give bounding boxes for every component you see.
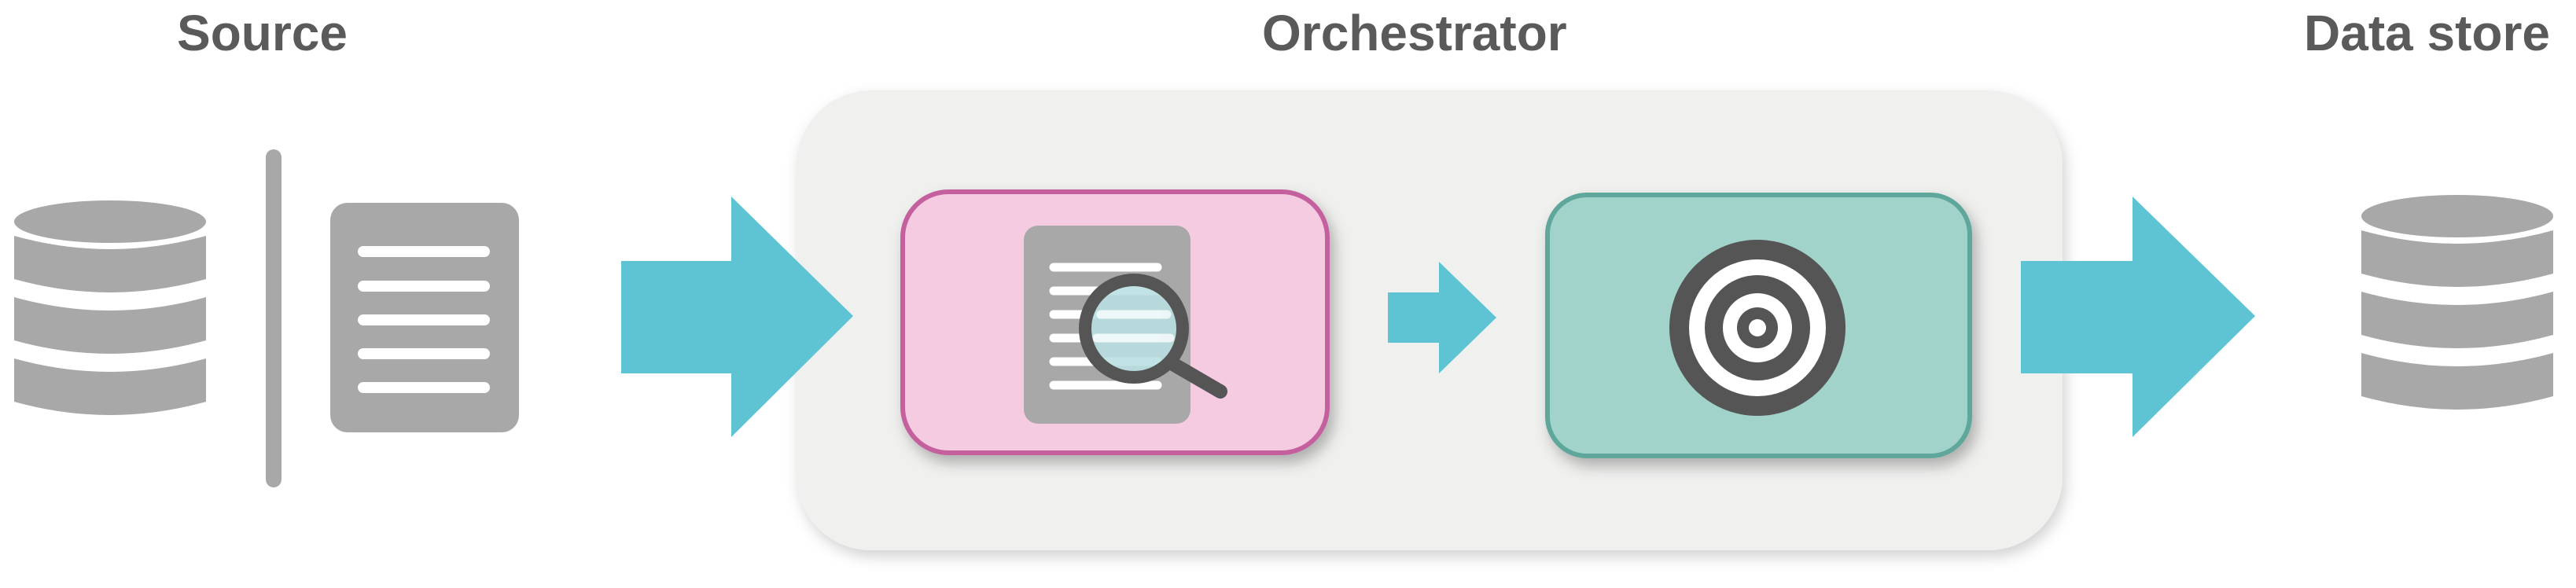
analyze-stage bbox=[900, 189, 1330, 455]
source-label: Source bbox=[177, 5, 348, 61]
orchestrator-label: Orchestrator bbox=[1262, 5, 1567, 61]
arrow-right-icon bbox=[1388, 262, 1496, 373]
arrow-right-icon bbox=[2021, 197, 2255, 437]
source-document-icon bbox=[330, 203, 519, 432]
source-divider bbox=[266, 149, 282, 487]
target-stage bbox=[1545, 193, 1972, 458]
arrow-right-icon bbox=[621, 197, 853, 437]
source-database-icon bbox=[14, 200, 206, 415]
target-icon bbox=[1669, 240, 1846, 416]
data-store-label: Data store bbox=[2304, 5, 2550, 61]
document-search-icon bbox=[1024, 226, 1227, 424]
destination-database-icon bbox=[2361, 195, 2553, 410]
